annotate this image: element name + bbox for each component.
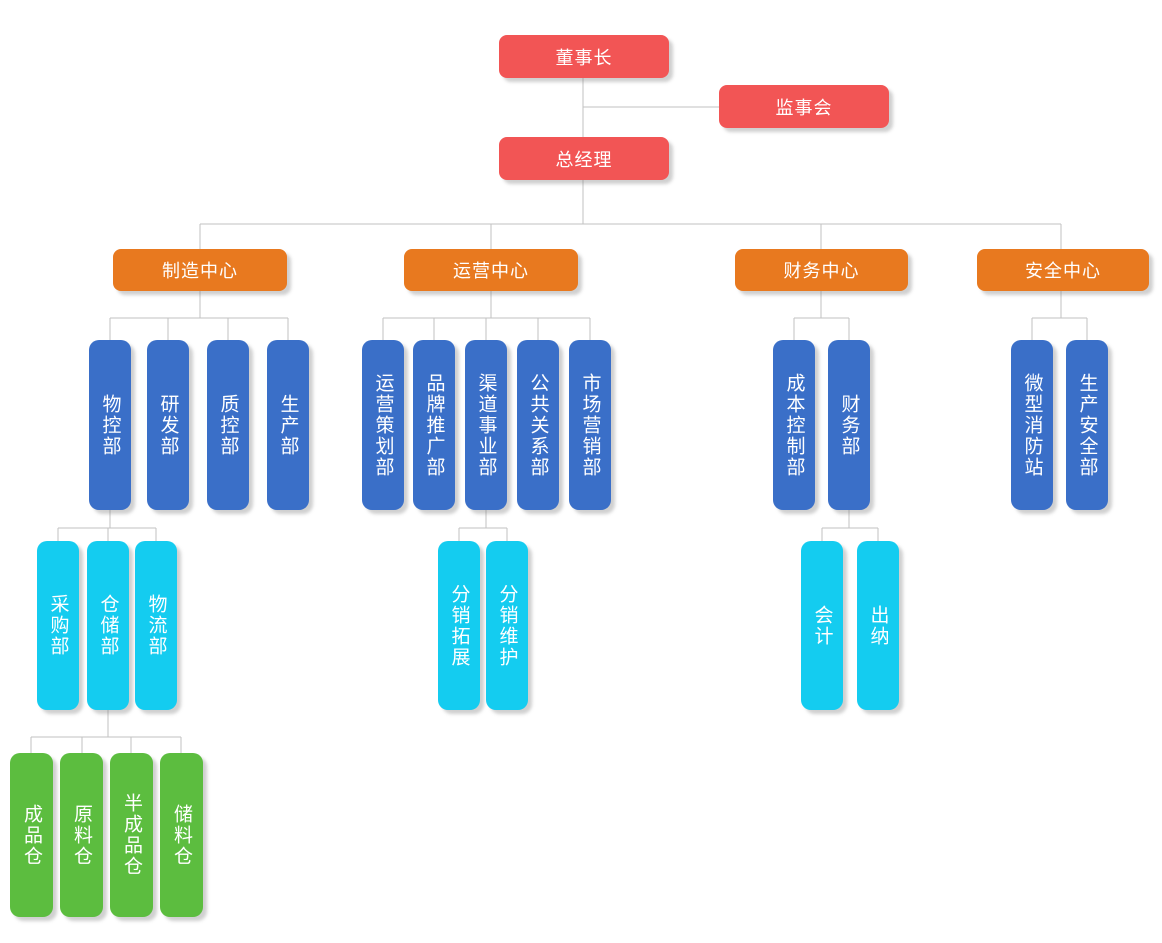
node-material-control-dept[interactable]: 物控部 — [89, 340, 131, 510]
node-label: 渠道事业部 — [475, 372, 497, 478]
node-label: 原料仓 — [71, 803, 92, 867]
node-label: 储料仓 — [171, 803, 192, 867]
node-warehousing-dept[interactable]: 仓储部 — [87, 541, 129, 710]
node-material-storage-warehouse[interactable]: 储料仓 — [160, 753, 203, 917]
node-quality-control-dept[interactable]: 质控部 — [207, 340, 249, 510]
node-label: 财务中心 — [783, 261, 860, 281]
node-semi-finished-warehouse[interactable]: 半成品仓 — [110, 753, 153, 917]
node-marketing-dept[interactable]: 市场营销部 — [569, 340, 611, 510]
node-supervisory-board[interactable]: 监事会 — [719, 85, 889, 128]
node-label: 物控部 — [99, 393, 121, 457]
node-logistics-dept[interactable]: 物流部 — [135, 541, 177, 710]
node-label: 半成品仓 — [121, 793, 142, 877]
node-label: 生产部 — [277, 393, 299, 457]
node-finished-goods-warehouse[interactable]: 成品仓 — [10, 753, 53, 917]
node-raw-material-warehouse[interactable]: 原料仓 — [60, 753, 103, 917]
node-label: 总经理 — [555, 149, 613, 170]
node-label: 品牌推广部 — [423, 372, 445, 478]
node-label: 会计 — [811, 604, 833, 647]
node-safety-center[interactable]: 安全中心 — [977, 249, 1149, 291]
node-operations-center[interactable]: 运营中心 — [404, 249, 578, 291]
node-manufacturing-center[interactable]: 制造中心 — [113, 249, 287, 291]
node-cost-control-dept[interactable]: 成本控制部 — [773, 340, 815, 510]
node-label: 微型消防站 — [1021, 372, 1043, 478]
node-label: 物流部 — [145, 594, 167, 657]
node-distribution-maintenance[interactable]: 分销维护 — [486, 541, 528, 710]
node-accounting[interactable]: 会计 — [801, 541, 843, 710]
node-label: 运营中心 — [453, 261, 529, 281]
node-label: 财务部 — [838, 393, 860, 457]
node-production-dept[interactable]: 生产部 — [267, 340, 309, 510]
node-label: 董事长 — [555, 47, 613, 68]
node-brand-promotion-dept[interactable]: 品牌推广部 — [413, 340, 455, 510]
node-micro-fire-station[interactable]: 微型消防站 — [1011, 340, 1053, 510]
node-operations-planning-dept[interactable]: 运营策划部 — [362, 340, 404, 510]
node-label: 监事会 — [775, 97, 833, 118]
node-label: 制造中心 — [162, 261, 238, 281]
node-label: 市场营销部 — [579, 372, 601, 478]
node-label: 运营策划部 — [372, 372, 394, 478]
node-label: 生产安全部 — [1076, 372, 1098, 478]
node-label: 成本控制部 — [783, 372, 805, 478]
node-cashier[interactable]: 出纳 — [857, 541, 899, 710]
node-label: 分销拓展 — [448, 583, 470, 668]
node-label: 采购部 — [47, 594, 69, 657]
node-chairman[interactable]: 董事长 — [499, 35, 669, 78]
node-rd-dept[interactable]: 研发部 — [147, 340, 189, 510]
node-procurement-dept[interactable]: 采购部 — [37, 541, 79, 710]
node-label: 安全中心 — [1025, 261, 1101, 281]
node-public-relations-dept[interactable]: 公共关系部 — [517, 340, 559, 510]
node-label: 成品仓 — [21, 803, 42, 867]
node-production-safety-dept[interactable]: 生产安全部 — [1066, 340, 1108, 510]
node-finance-dept[interactable]: 财务部 — [828, 340, 870, 510]
node-distribution-expansion[interactable]: 分销拓展 — [438, 541, 480, 710]
node-general-manager[interactable]: 总经理 — [499, 137, 669, 180]
node-finance-center[interactable]: 财务中心 — [735, 249, 908, 291]
node-label: 出纳 — [867, 604, 889, 647]
node-label: 质控部 — [217, 393, 239, 457]
node-label: 公共关系部 — [527, 372, 549, 478]
node-channel-business-dept[interactable]: 渠道事业部 — [465, 340, 507, 510]
node-label: 仓储部 — [97, 594, 119, 657]
node-label: 研发部 — [157, 393, 179, 457]
node-label: 分销维护 — [496, 583, 518, 668]
